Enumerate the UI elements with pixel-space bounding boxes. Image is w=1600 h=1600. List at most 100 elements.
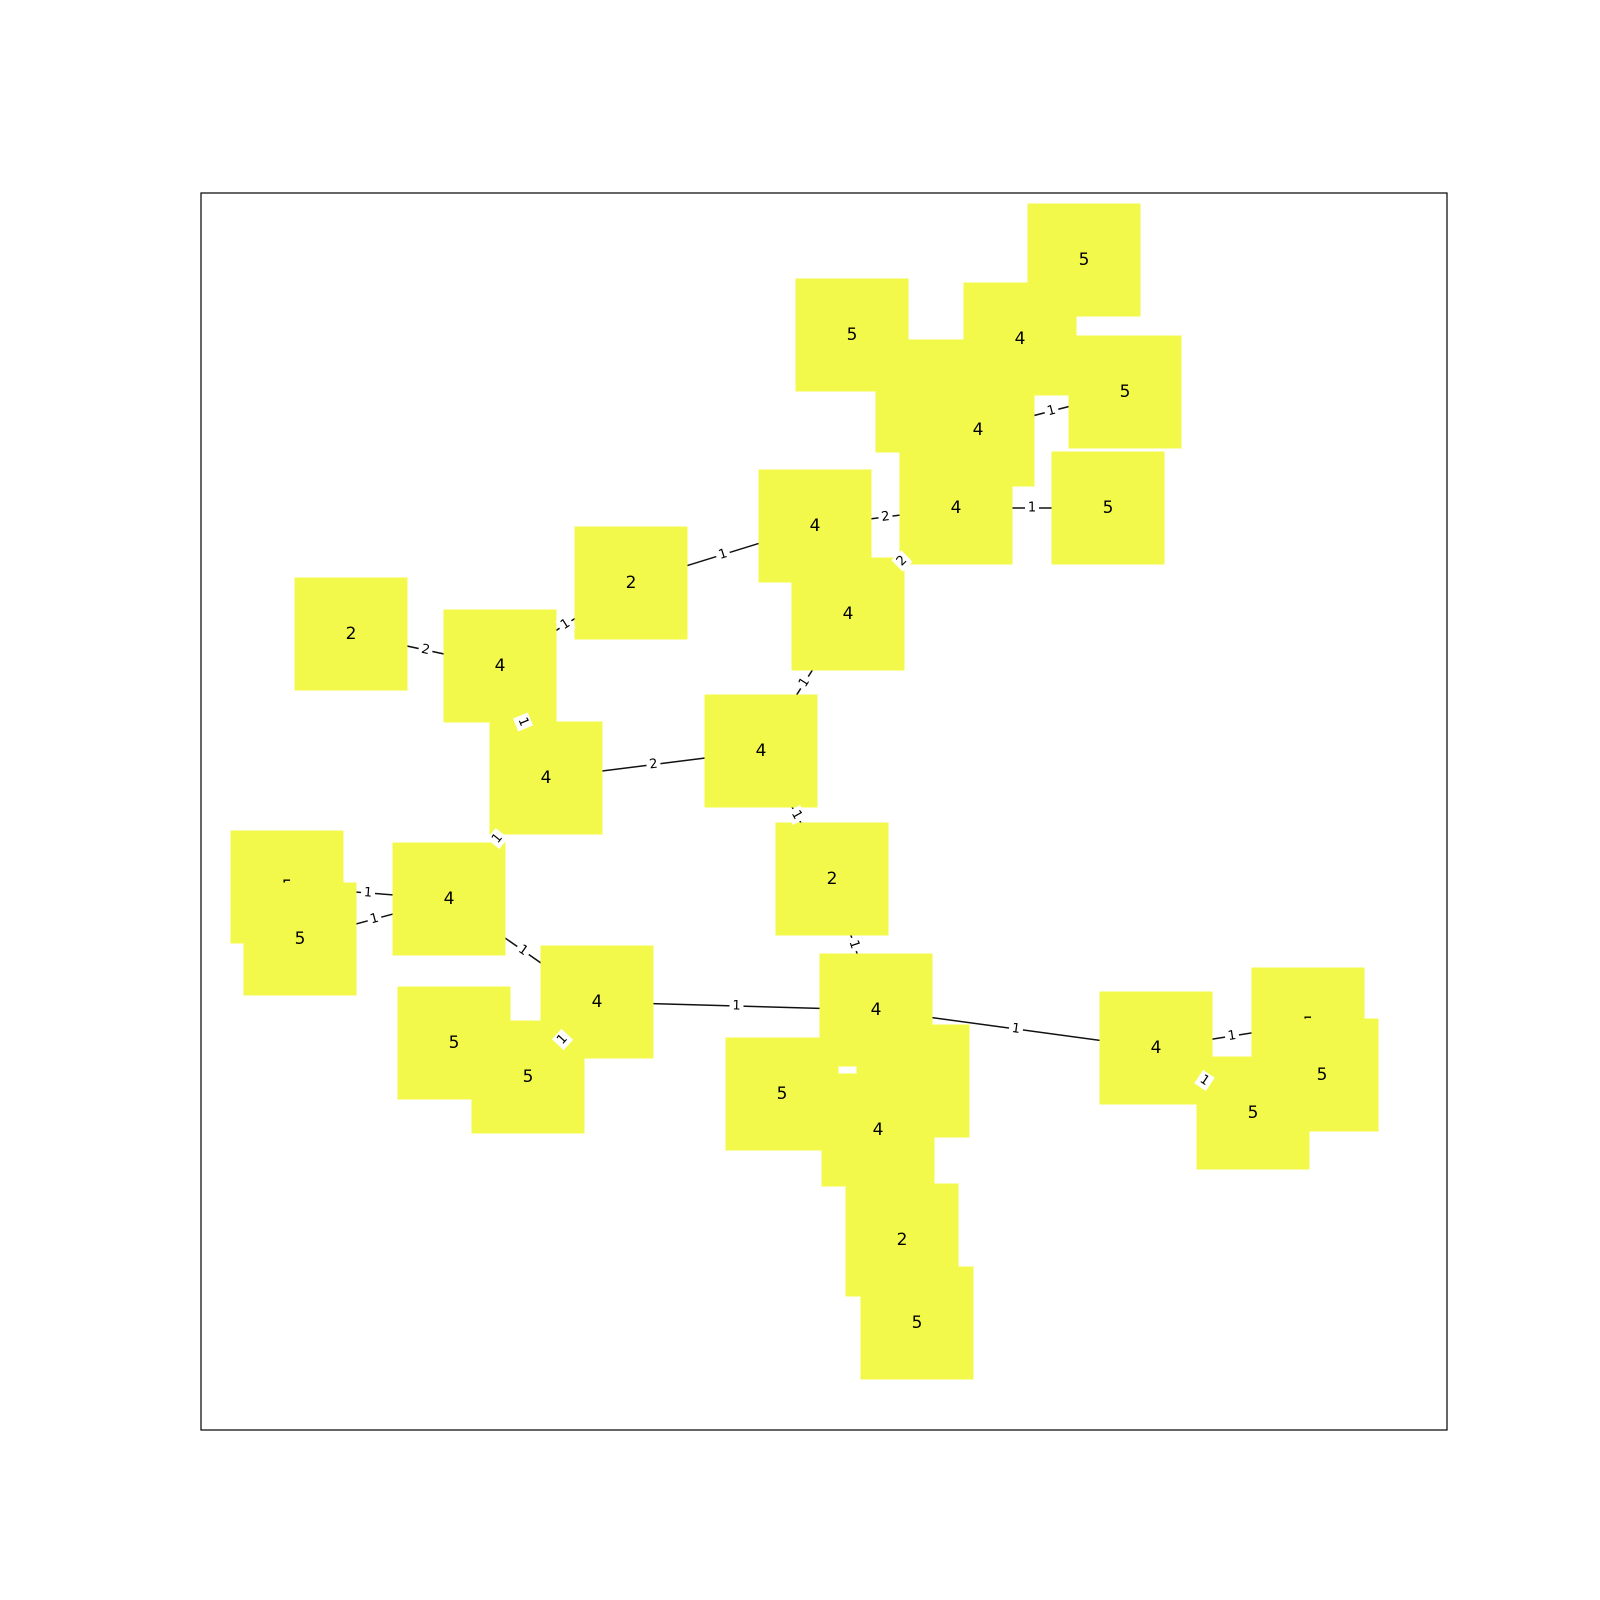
edge-weight-background bbox=[555, 613, 576, 636]
edge-weight-background bbox=[1007, 1020, 1025, 1038]
graph-node[interactable]: 2 bbox=[775, 822, 889, 936]
edge-weight-background bbox=[844, 935, 864, 954]
edge-weight-label: 1 bbox=[369, 911, 381, 928]
node-box[interactable] bbox=[1196, 1056, 1310, 1170]
edge-weight-label: 2 bbox=[880, 509, 890, 525]
edge-weight: 1 bbox=[1223, 1027, 1241, 1045]
node-label: 5 bbox=[847, 325, 858, 345]
graph-node[interactable]: 4 bbox=[704, 694, 818, 808]
node-box[interactable] bbox=[1099, 991, 1213, 1105]
graph-node[interactable]: 5 bbox=[860, 1266, 974, 1380]
edge-weight-background bbox=[365, 909, 384, 929]
graph-node[interactable]: 4 bbox=[791, 557, 905, 671]
edge-weight-label: 1 bbox=[1011, 1021, 1021, 1037]
edge-weight-label: 1 bbox=[363, 885, 372, 901]
edge-weight: 1 bbox=[844, 935, 864, 954]
node-label: 4 bbox=[1151, 1038, 1162, 1058]
edge-weight-label: 1 bbox=[1227, 1028, 1238, 1044]
edge-weight-background bbox=[416, 640, 435, 660]
edge-weight: 1 bbox=[512, 939, 534, 962]
edge-weight-background bbox=[1194, 1069, 1215, 1092]
edge-weight: 2 bbox=[645, 755, 662, 774]
edge-weight: 1 bbox=[1194, 1069, 1215, 1092]
node-label: 4 bbox=[873, 1120, 884, 1140]
edge-weight-background bbox=[713, 544, 733, 565]
node-box[interactable] bbox=[443, 609, 557, 723]
node-label: 5 bbox=[1317, 1065, 1328, 1085]
graph-node[interactable]: 4 bbox=[899, 451, 1013, 565]
node-box[interactable] bbox=[243, 882, 357, 996]
graph-node[interactable]: 4 bbox=[392, 842, 506, 956]
node-label: 5 bbox=[449, 1033, 460, 1053]
node-label: 4 bbox=[592, 992, 603, 1012]
graph-node[interactable]: 5 bbox=[1196, 1056, 1310, 1170]
node-label: 4 bbox=[951, 498, 962, 518]
edge-weight-background bbox=[891, 550, 913, 572]
node-label: 5 bbox=[1103, 498, 1114, 518]
node-box[interactable] bbox=[1051, 451, 1165, 565]
edge-weight: 1 bbox=[555, 613, 576, 636]
graph-node[interactable]: 5 bbox=[1027, 203, 1141, 317]
edge-weight-label: 1 bbox=[732, 998, 741, 1013]
node-label: 5 bbox=[1248, 1103, 1259, 1123]
node-box[interactable] bbox=[821, 1073, 935, 1187]
node-box[interactable] bbox=[725, 1037, 839, 1151]
node-box[interactable] bbox=[574, 526, 688, 640]
node-box[interactable] bbox=[489, 721, 603, 835]
node-box[interactable] bbox=[1027, 203, 1141, 317]
edge-weight-background bbox=[786, 804, 807, 826]
edge-weight-background bbox=[1042, 401, 1061, 421]
node-label: 4 bbox=[810, 516, 821, 536]
edge-weight-label: 2 bbox=[420, 642, 431, 658]
edge-weight-label: 1 bbox=[1046, 403, 1058, 420]
edge-weight-background bbox=[486, 828, 509, 849]
node-label: 4 bbox=[973, 420, 984, 440]
edge-weight: 2 bbox=[891, 550, 913, 572]
node-box[interactable] bbox=[899, 451, 1013, 565]
edge-weight: 1 bbox=[360, 884, 376, 902]
node-label: 4 bbox=[1015, 329, 1026, 349]
node-label: 4 bbox=[871, 1000, 882, 1020]
node-box[interactable] bbox=[860, 1266, 974, 1380]
edge-weight: 1 bbox=[365, 909, 384, 929]
node-label: 4 bbox=[444, 889, 455, 909]
graph-node[interactable]: 5 bbox=[1068, 335, 1182, 449]
edge-weight: 1 bbox=[512, 712, 534, 732]
node-label: 5 bbox=[1120, 382, 1131, 402]
node-label: 5 bbox=[1079, 250, 1090, 270]
node-box[interactable] bbox=[294, 577, 408, 691]
graph-node[interactable]: 4 bbox=[821, 1073, 935, 1187]
edge-weight-background bbox=[645, 755, 662, 774]
edge-weight-background bbox=[1223, 1027, 1241, 1045]
graph-node[interactable]: 5 bbox=[725, 1037, 839, 1151]
edge-weight: 1 bbox=[486, 828, 509, 849]
edge-weight: 1 bbox=[793, 672, 816, 693]
graph-node[interactable]: 2 bbox=[294, 577, 408, 691]
node-box[interactable] bbox=[704, 694, 818, 808]
edge-weight-background bbox=[729, 997, 744, 1015]
edge-weight-label: 1 bbox=[1028, 501, 1036, 516]
edge-weight: 1 bbox=[713, 544, 733, 565]
node-label: 5 bbox=[523, 1067, 534, 1087]
graph-node[interactable]: 4 bbox=[1099, 991, 1213, 1105]
node-box[interactable] bbox=[392, 842, 506, 956]
edge-weight: 1 bbox=[786, 804, 807, 826]
node-box[interactable] bbox=[791, 557, 905, 671]
graph-node[interactable]: 4 bbox=[443, 609, 557, 723]
node-label: 4 bbox=[541, 768, 552, 788]
node-box[interactable] bbox=[775, 822, 889, 936]
node-label: 4 bbox=[495, 656, 506, 676]
graph-node[interactable]: 2 bbox=[574, 526, 688, 640]
node-label: 2 bbox=[346, 624, 357, 644]
edge-weight-background bbox=[793, 672, 816, 693]
node-box[interactable] bbox=[1068, 335, 1182, 449]
graph-node[interactable]: 5 bbox=[1051, 451, 1165, 565]
edge-weight-background bbox=[512, 939, 534, 962]
graph-node[interactable]: 5 bbox=[243, 882, 357, 996]
edge-weight-background bbox=[1025, 500, 1039, 516]
node-label: 4 bbox=[756, 741, 767, 761]
edge-weight: 1 bbox=[1042, 401, 1061, 421]
graph-node[interactable]: 4 bbox=[489, 721, 603, 835]
